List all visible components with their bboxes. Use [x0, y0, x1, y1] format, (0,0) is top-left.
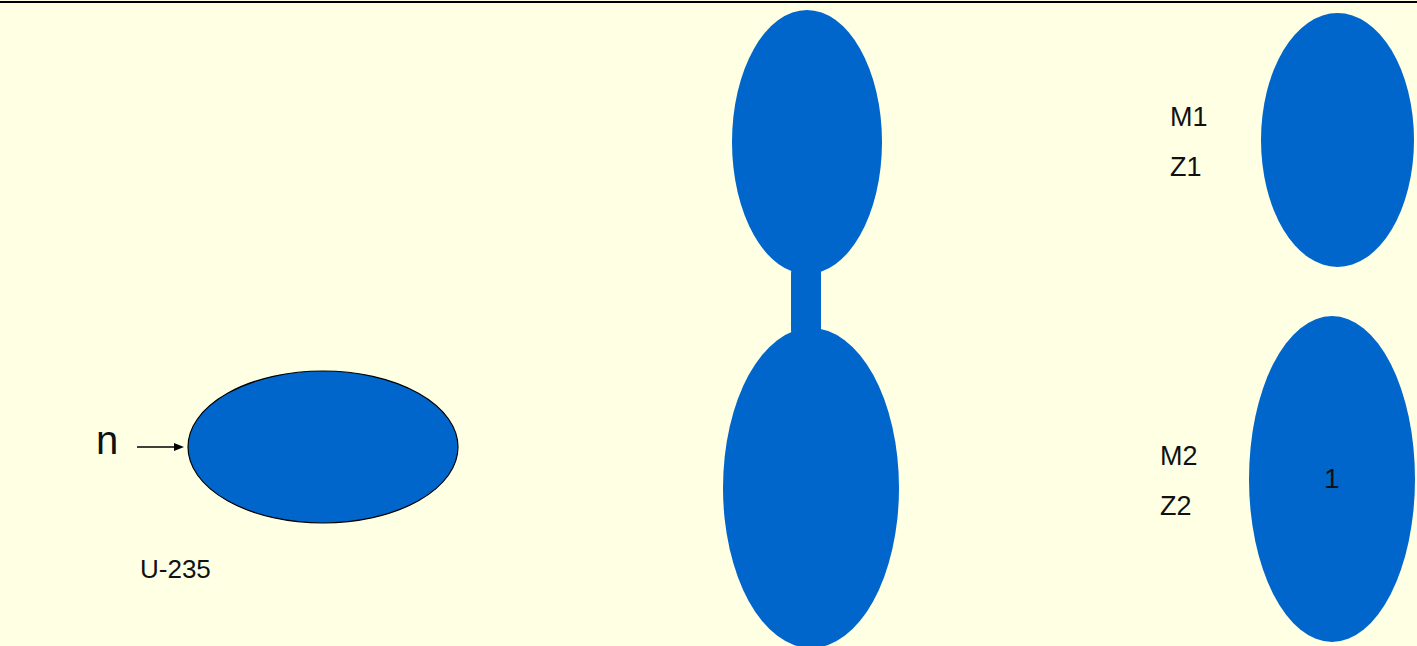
callout-number: 1 [1324, 465, 1340, 493]
nucleus-outline [1260, 12, 1415, 268]
nucleus-label: U-235 [140, 556, 211, 582]
neutron-label: n [96, 420, 118, 460]
nucleus-outline [187, 370, 459, 524]
nucleus-ellipse [188, 371, 458, 523]
nucleus-shape: M2Z21 [1248, 315, 1416, 643]
neutron-arrow [137, 446, 176, 448]
top-rule [0, 1, 1417, 3]
splitting-lobe [732, 10, 882, 274]
fragment-label: Z1 [1170, 154, 1202, 181]
neutron-arrowhead [174, 443, 184, 451]
fragment-label: M2 [1160, 443, 1198, 470]
splitting-lobe [723, 328, 899, 646]
fragment-label: M1 [1170, 104, 1208, 131]
nucleus-shape: U-235 [187, 370, 459, 524]
nucleus-shape: M1Z1 [1260, 12, 1415, 268]
fragment-label: Z2 [1160, 493, 1192, 520]
nucleus-ellipse [1249, 316, 1415, 642]
nucleus-ellipse [1261, 13, 1414, 267]
